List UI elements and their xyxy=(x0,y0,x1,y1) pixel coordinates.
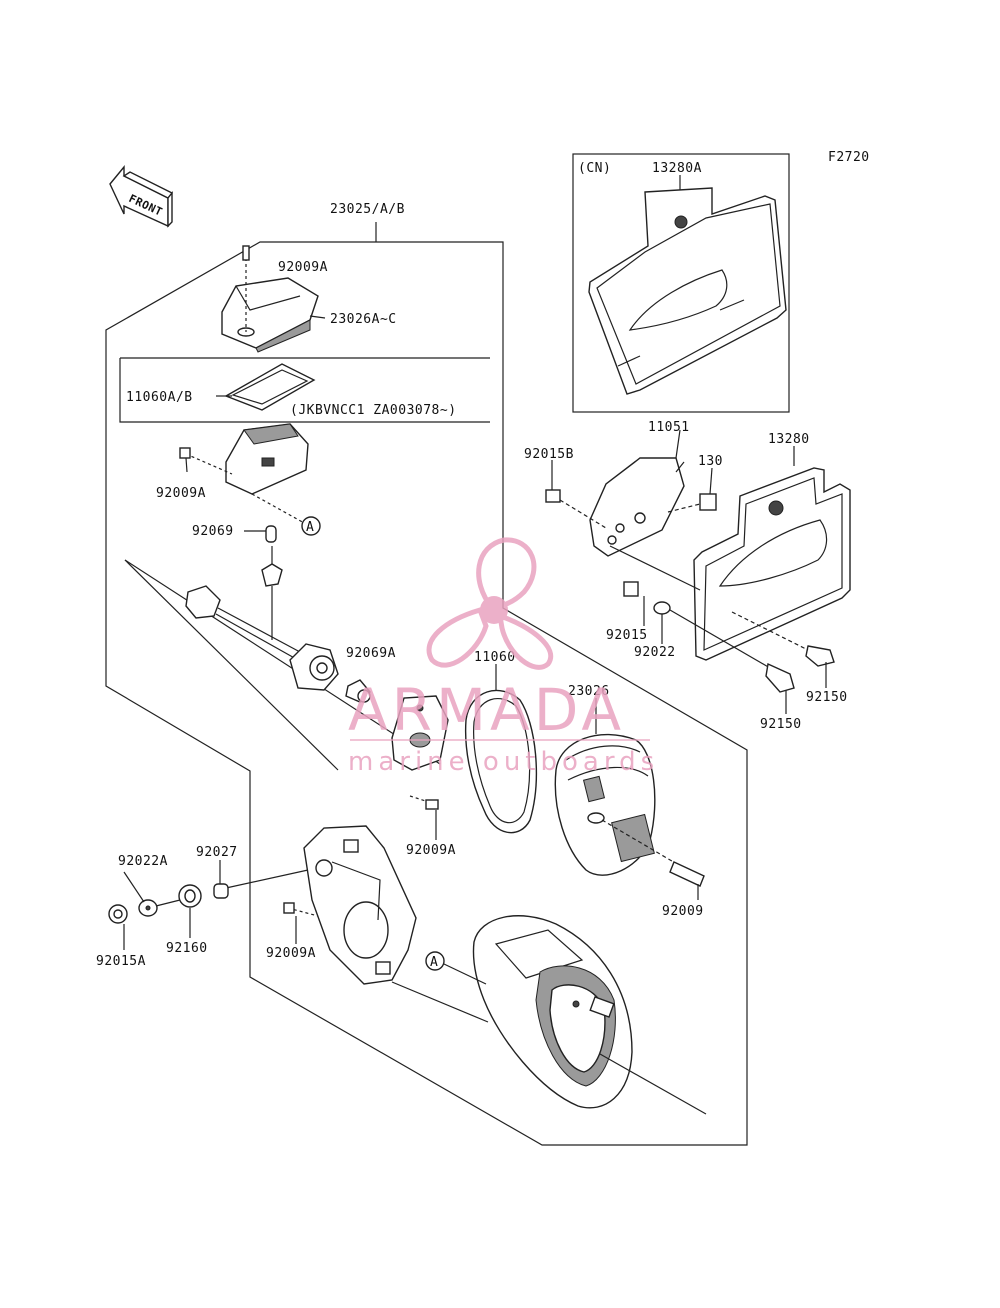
label-92069A: 92069A xyxy=(346,646,396,661)
bracket-hardware xyxy=(108,883,229,924)
front-arrow-icon: FRONT xyxy=(109,165,174,228)
label-92022A: 92022A xyxy=(118,854,168,869)
label-23025: 23025/A/B xyxy=(330,202,405,217)
socket-wire-assembly xyxy=(185,546,339,691)
tail-bulb xyxy=(345,679,371,703)
label-92027: 92027 xyxy=(196,845,238,860)
label-23026: 23026 xyxy=(568,684,610,699)
label-92009A-top: 92009A xyxy=(278,260,328,275)
label-92015B: 92015B xyxy=(524,447,574,462)
label-11060: 11060 xyxy=(474,650,516,665)
label-92150-right: 92150 xyxy=(806,690,848,705)
svg-text:A: A xyxy=(306,520,314,535)
label-92015A: 92015A xyxy=(96,954,146,969)
label-13280A: 13280A xyxy=(652,161,702,176)
label-92009A-lens: 92009A xyxy=(406,843,456,858)
bulb-92069 xyxy=(244,525,277,543)
license-lamp-housing xyxy=(179,423,309,525)
cn-inset-box xyxy=(572,153,790,413)
tail-lamp-housing xyxy=(472,915,707,1115)
label-92069: 92069 xyxy=(192,524,234,539)
label-13280: 13280 xyxy=(768,432,810,447)
label-11060AB: 11060A/B xyxy=(126,390,193,405)
tail-lamp-gasket xyxy=(464,689,537,834)
license-light-cover xyxy=(221,245,319,353)
label-92009A-mid: 92009A xyxy=(156,486,206,501)
svg-text:A: A xyxy=(430,955,438,970)
label-23026A: 23026A~C xyxy=(330,312,397,327)
label-11051: 11051 xyxy=(648,420,690,435)
watermark-brand: ARMADA xyxy=(348,676,625,744)
label-serial-note: (JKBVNCC1 ZA003078~) xyxy=(290,403,457,418)
label-92160: 92160 xyxy=(166,941,208,956)
figure-code: F2720 xyxy=(828,150,870,165)
tail-lamp-bracket xyxy=(225,825,489,1023)
tail-lamp-lens xyxy=(554,733,705,887)
watermark-tagline: marine outboards xyxy=(348,747,659,777)
license-plate-13280 xyxy=(693,467,851,661)
label-92150-low: 92150 xyxy=(760,717,802,732)
label-92022: 92022 xyxy=(634,645,676,660)
callout-a-top: A xyxy=(301,516,321,536)
lens-gasket xyxy=(224,363,316,411)
label-92009A-bottom: 92009A xyxy=(266,946,316,961)
callout-a-bottom: A xyxy=(425,951,487,985)
leader-lines xyxy=(123,315,827,950)
license-bracket xyxy=(589,457,685,557)
label-cn: (CN) xyxy=(578,161,611,176)
plate-hardware xyxy=(545,489,835,693)
label-92009: 92009 xyxy=(662,904,704,919)
label-92015: 92015 xyxy=(606,628,648,643)
label-130: 130 xyxy=(698,454,723,469)
propeller-logo-icon xyxy=(426,537,553,670)
armada-watermark: ARMADA marine outboards xyxy=(348,537,659,777)
